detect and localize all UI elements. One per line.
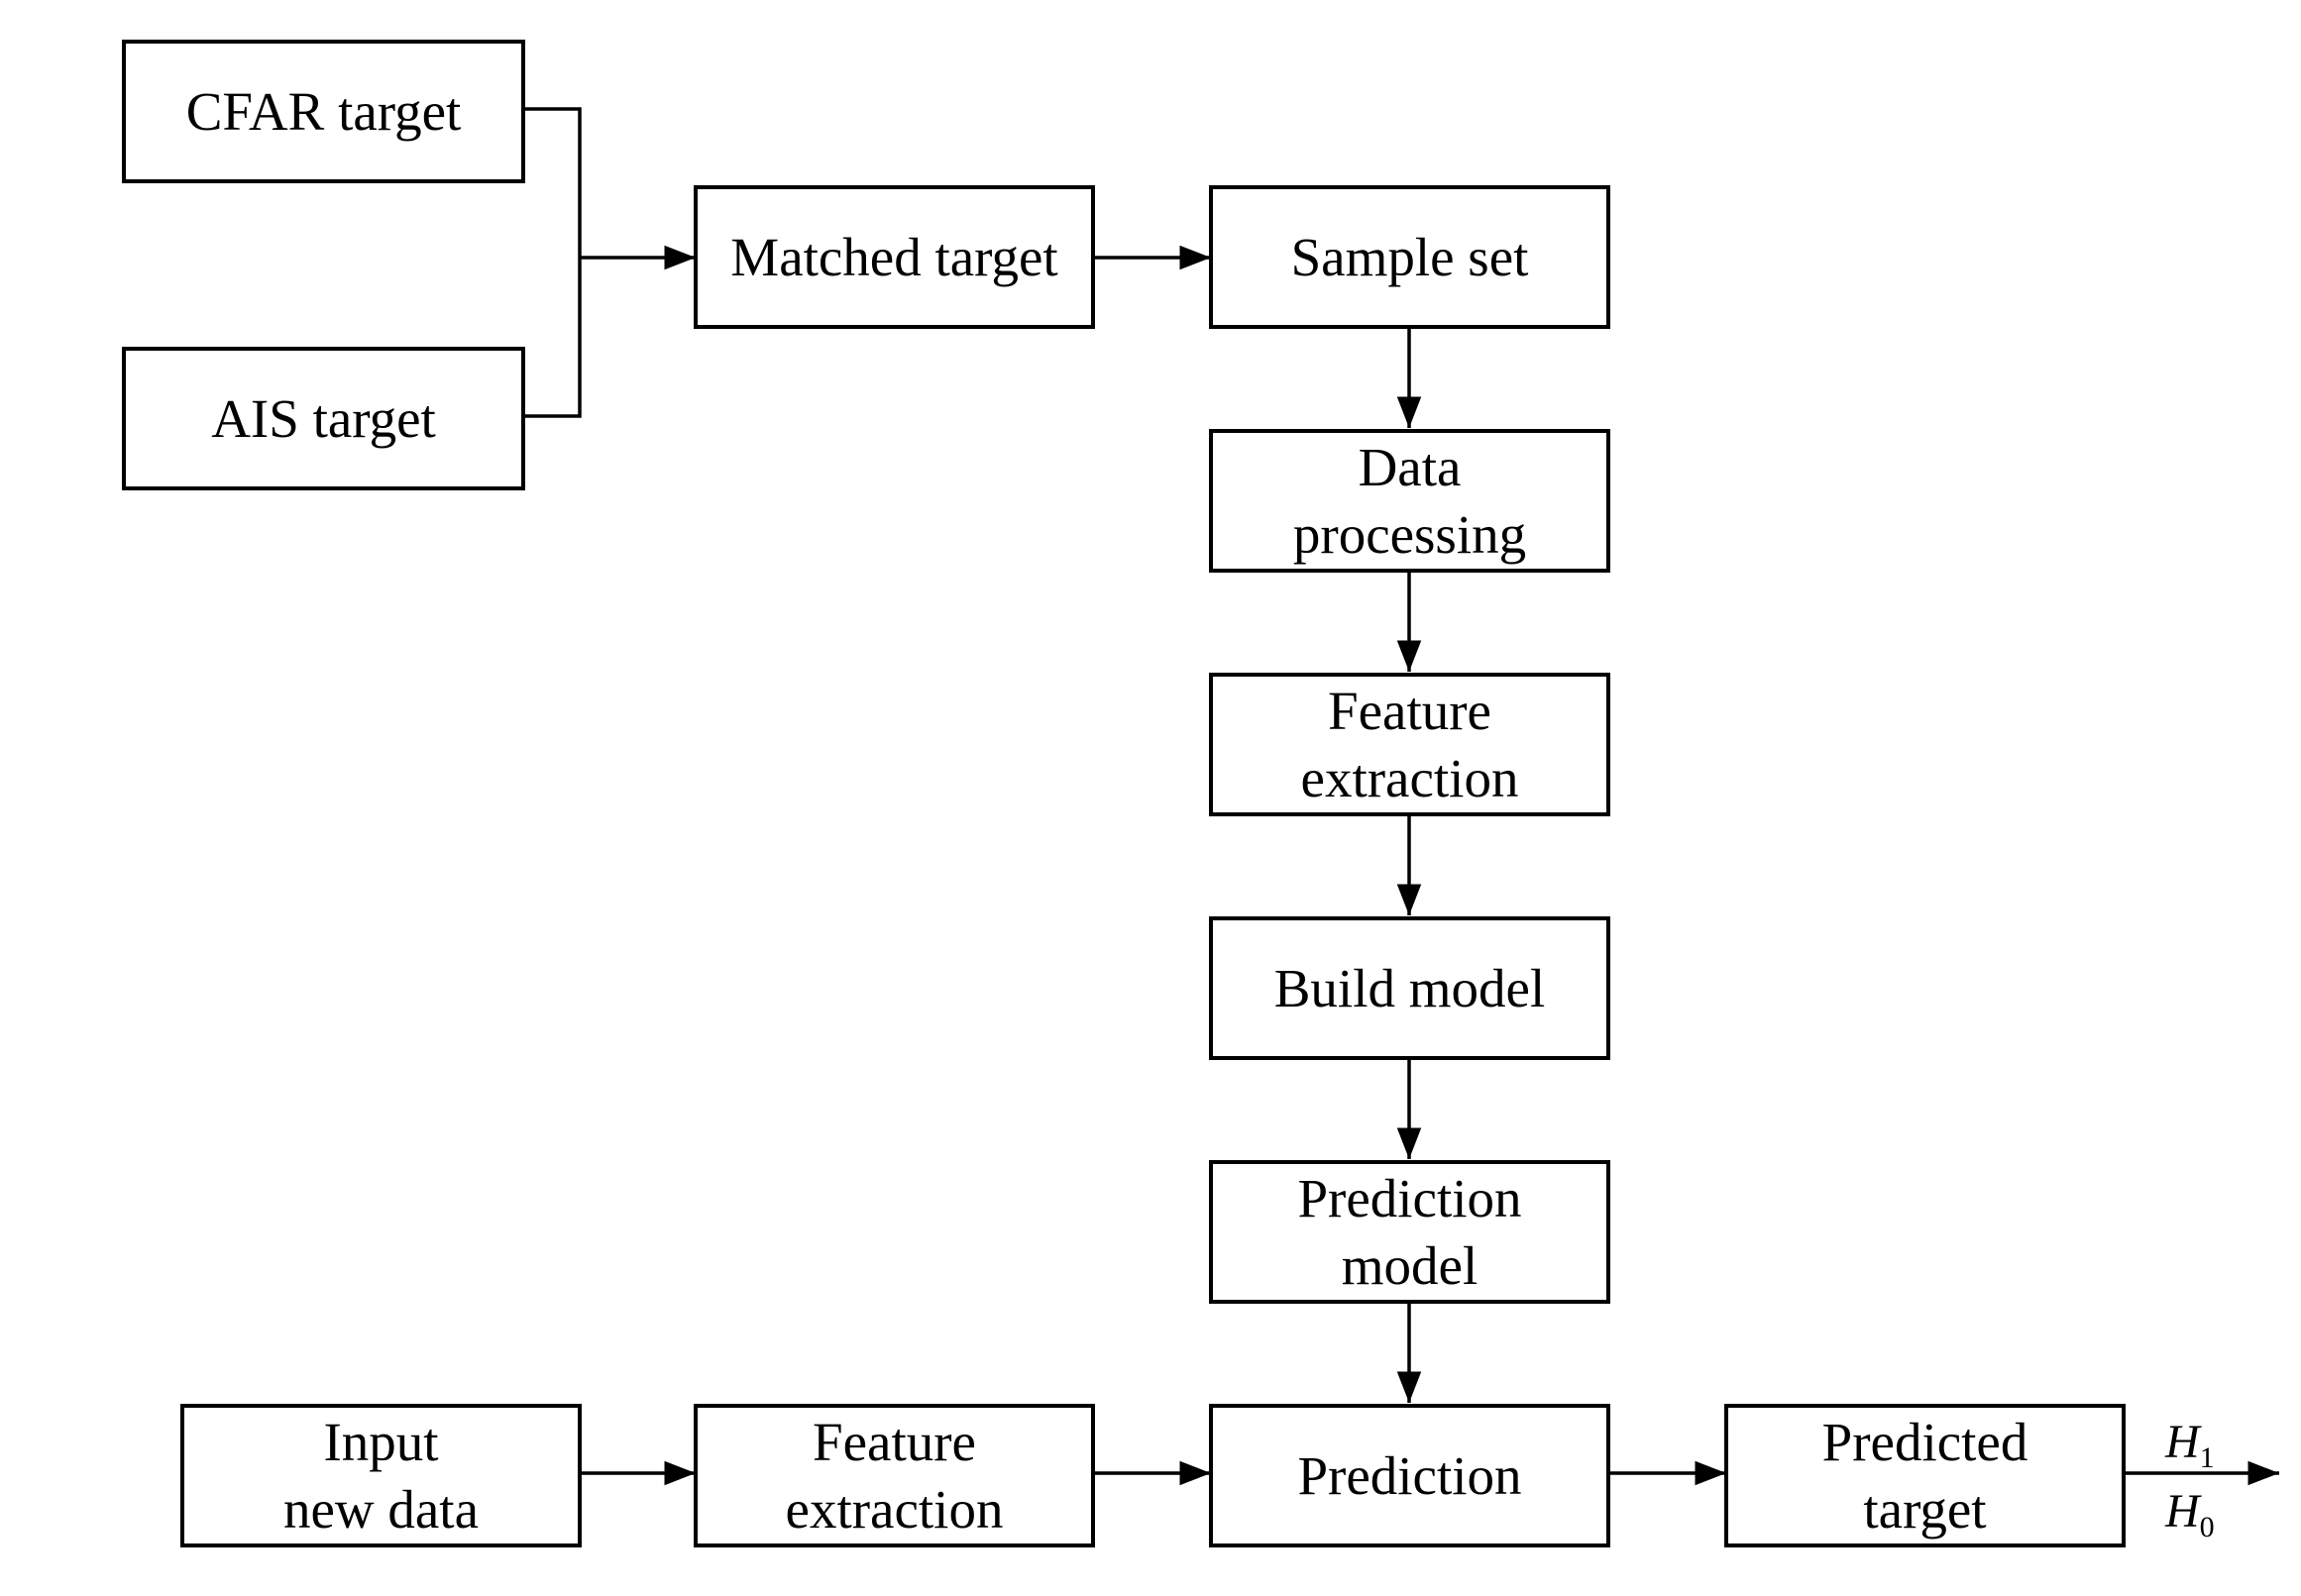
cfar-target-label: CFAR target [185,80,462,142]
input-new-data-box: Input new data [180,1404,582,1547]
cfar-target-box: CFAR target [122,40,525,183]
h0-label: H0 [2165,1485,2215,1544]
input-new-data-label: Input new data [283,1411,479,1540]
build-model-box: Build model [1209,916,1610,1060]
sample-set-label: Sample set [1290,226,1529,287]
h1-subscript: 1 [2199,1441,2215,1474]
prediction-label: Prediction [1297,1444,1522,1506]
feature-extraction-top-box: Feature extraction [1209,673,1610,816]
prediction-box: Prediction [1209,1404,1610,1547]
cfar-connector [525,107,582,418]
sample-set-box: Sample set [1209,185,1610,329]
prediction-model-label: Prediction model [1297,1167,1522,1296]
h1-label: H1 [2165,1416,2215,1475]
matched-target-label: Matched target [730,226,1058,287]
ais-target-label: AIS target [211,387,436,449]
ais-target-box: AIS target [122,347,525,490]
h0-subscript: 0 [2199,1511,2215,1543]
h1-letter: H [2165,1416,2200,1468]
feature-extraction-bottom-box: Feature extraction [694,1404,1095,1547]
matched-target-box: Matched target [694,185,1095,329]
predicted-target-box: Predicted target [1724,1404,2126,1547]
feature-extraction-top-label: Feature extraction [1300,680,1519,808]
feature-extraction-bottom-label: Feature extraction [785,1411,1004,1540]
prediction-model-box: Prediction model [1209,1160,1610,1304]
data-processing-box: Data processing [1209,429,1610,573]
h0-letter: H [2165,1485,2200,1538]
predicted-target-label: Predicted target [1821,1411,2028,1540]
data-processing-label: Data processing [1292,436,1527,565]
build-model-label: Build model [1273,957,1546,1018]
